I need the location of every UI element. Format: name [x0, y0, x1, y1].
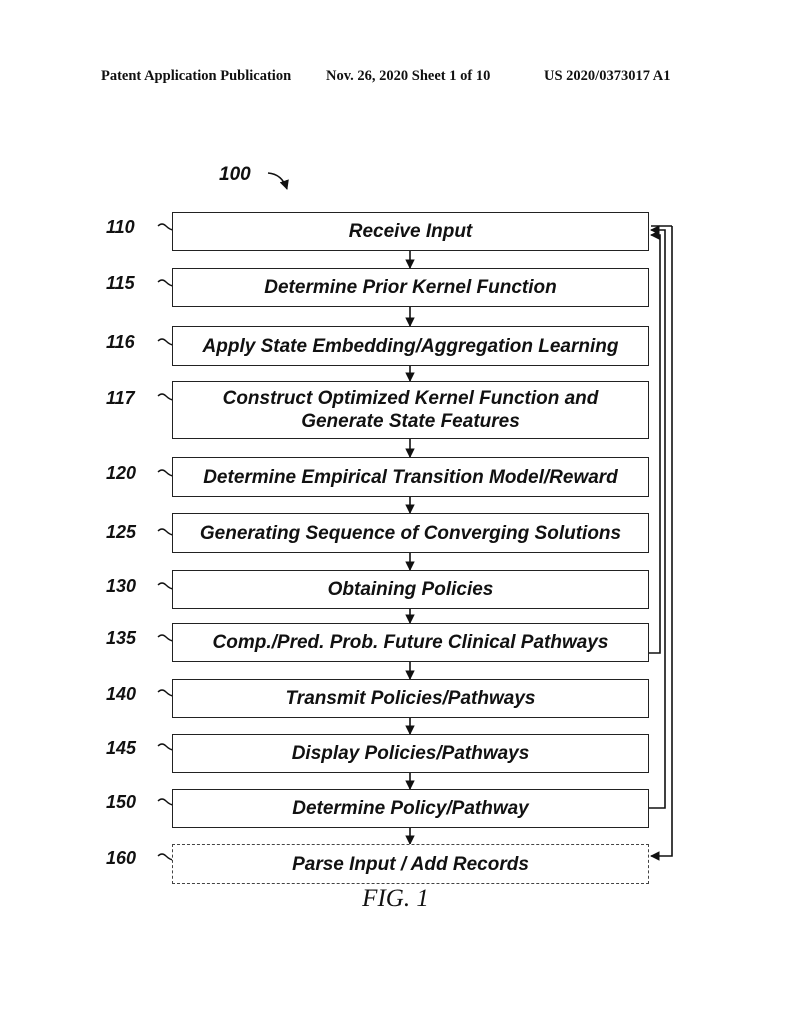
step-number: 115: [106, 273, 156, 293]
feedback-loops: [649, 226, 672, 856]
step-number: 117: [106, 388, 156, 408]
step-label: Display Policies/Pathways: [292, 742, 530, 765]
step-number: 150: [106, 792, 156, 812]
figure-pointer-arrow: [268, 173, 287, 189]
step-number: 125: [106, 522, 156, 542]
step-number: 160: [106, 848, 156, 868]
step-label: Determine Empirical Transition Model/Rew…: [203, 466, 618, 489]
step-label: Construct Optimized Kernel Function and …: [223, 387, 599, 433]
figure-caption: FIG. 1: [0, 885, 791, 913]
step-box: Determine Policy/Pathway: [172, 789, 649, 828]
step-box: Generating Sequence of Converging Soluti…: [172, 513, 649, 553]
step-box: Display Policies/Pathways: [172, 734, 649, 773]
step-box: Parse Input / Add Records: [172, 844, 649, 884]
step-number: 130: [106, 576, 156, 596]
step-label: Generating Sequence of Converging Soluti…: [200, 522, 621, 545]
step-label: Determine Prior Kernel Function: [264, 276, 556, 299]
step-number: 120: [106, 463, 156, 483]
step-box: Determine Empirical Transition Model/Rew…: [172, 457, 649, 497]
step-number: 110: [106, 217, 156, 237]
step-box: Determine Prior Kernel Function: [172, 268, 649, 307]
step-box: Receive Input: [172, 212, 649, 251]
step-number: 145: [106, 738, 156, 758]
step-box: Obtaining Policies: [172, 570, 649, 609]
step-label: Receive Input: [349, 220, 473, 243]
step-label: Determine Policy/Pathway: [292, 797, 529, 820]
step-box: Comp./Pred. Prob. Future Clinical Pathwa…: [172, 623, 649, 662]
step-label: Comp./Pred. Prob. Future Clinical Pathwa…: [213, 631, 609, 654]
step-box: Transmit Policies/Pathways: [172, 679, 649, 718]
step-label: Apply State Embedding/Aggregation Learni…: [203, 335, 619, 358]
step-label: Parse Input / Add Records: [292, 853, 529, 876]
step-number: 116: [106, 332, 156, 352]
step-box: Construct Optimized Kernel Function and …: [172, 381, 649, 439]
step-number: 135: [106, 628, 156, 648]
step-number: 140: [106, 684, 156, 704]
step-label: Obtaining Policies: [328, 578, 494, 601]
step-box: Apply State Embedding/Aggregation Learni…: [172, 326, 649, 366]
step-label: Transmit Policies/Pathways: [286, 687, 536, 710]
